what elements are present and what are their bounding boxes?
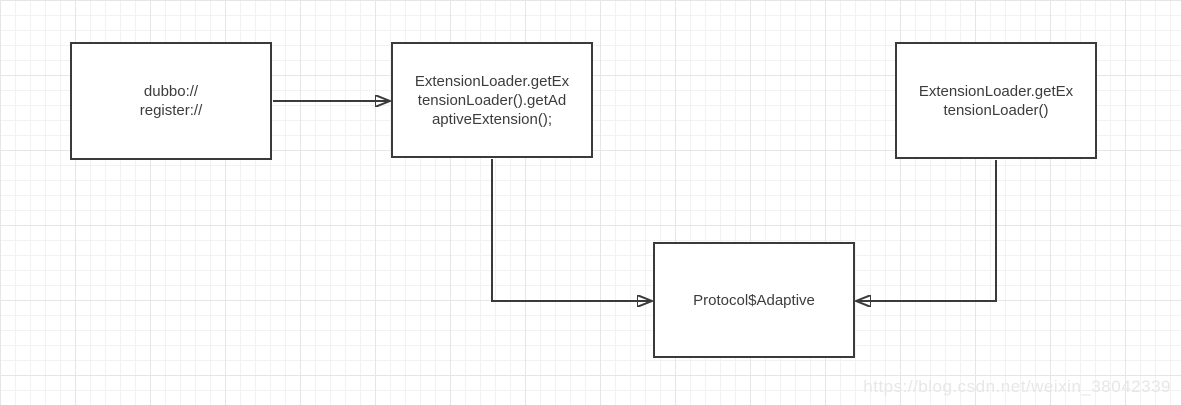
watermark-text: https://blog.csdn.net/weixin_38042339 (863, 377, 1171, 396)
node-dubbo-register: dubbo:// register:// (70, 42, 272, 160)
node-get-adaptive-extension: ExtensionLoader.getEx tensionLoader().ge… (391, 42, 593, 158)
edge-adaptive-to-protocol (491, 159, 651, 301)
node-label-protocol-adaptive: Protocol$Adaptive (693, 291, 815, 309)
node-label-get-extension-loader: ExtensionLoader.getEx tensionLoader() (918, 82, 1074, 119)
node-get-extension-loader: ExtensionLoader.getEx tensionLoader() (895, 42, 1097, 159)
node-protocol-adaptive: Protocol$Adaptive (653, 242, 855, 358)
node-label-get-adaptive-extension: ExtensionLoader.getEx tensionLoader().ge… (414, 72, 570, 128)
edge-loader-to-protocol (857, 160, 997, 301)
node-label-dubbo-register: dubbo:// register:// (139, 83, 203, 119)
